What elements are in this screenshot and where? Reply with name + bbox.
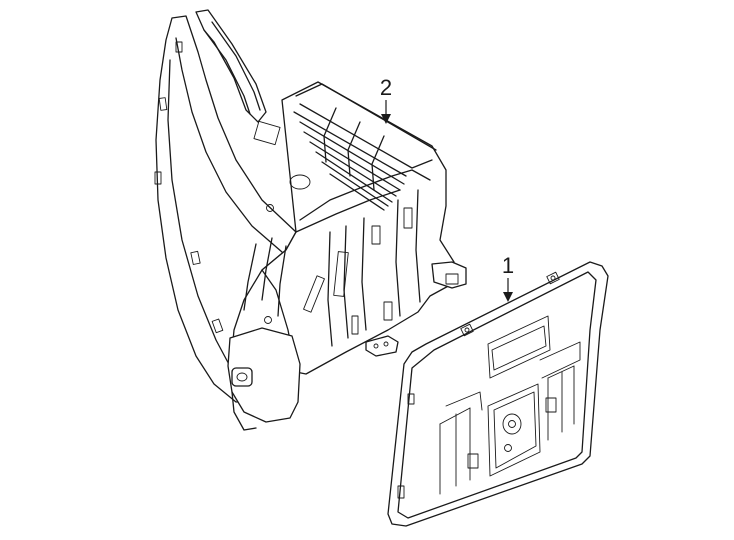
housing-part[interactable] — [154, 9, 467, 431]
callout-1-label: 1 — [502, 253, 514, 278]
callout-1: 1 — [502, 253, 514, 302]
callout-1-arrow — [503, 292, 513, 302]
callout-2-label: 2 — [380, 75, 392, 100]
cover-part[interactable] — [387, 261, 609, 527]
callout-2-arrow — [381, 114, 391, 124]
callout-2: 2 — [380, 75, 392, 124]
